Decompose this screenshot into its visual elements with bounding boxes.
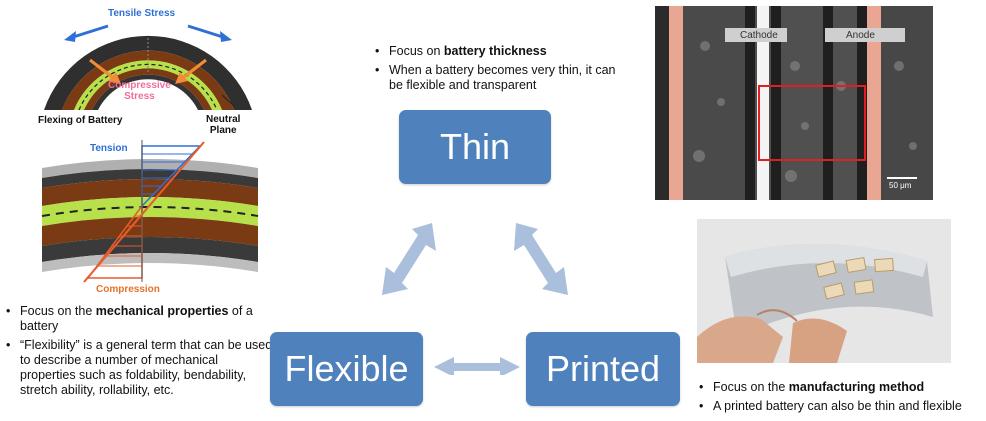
compressive-arrow-left [89,58,117,82]
flexing-label: Flexing of Battery [38,115,123,126]
tensile-arrow-right [187,24,227,40]
section-bottom-grey [42,253,258,272]
stress-gradient-line [83,141,205,283]
double-arrow-bottom [434,357,520,375]
cathode-label: Cathode [740,30,778,41]
tensile-arrow-left [69,24,109,40]
tension-label: Tension [90,143,128,154]
printed-note-2: A printed battery can also be thin and f… [697,399,986,414]
arc-green-layer [74,60,222,110]
section-top-grey [42,159,258,178]
thin-notes: Focus on battery thickness When a batter… [373,44,623,97]
double-arrow-left [382,223,436,295]
thin-note-2: When a battery becomes very thin, it can… [373,63,623,93]
section-brown-2 [42,217,258,246]
flexible-box: Flexible [270,332,423,406]
region-highlight [758,85,866,161]
arc-neutral-plane [78,63,218,111]
tension-distribution [141,145,202,208]
bending-stress-figure [41,24,259,283]
flexible-note-2: “Flexibility” is a general term that can… [4,338,276,398]
scale-bar-label: 50 μm [889,181,912,190]
flexible-note-1: Focus on the mechanical properties of a … [4,304,276,334]
cross-section-micrograph [655,6,933,200]
compressive-arrow-right [179,58,207,82]
printed-notes: Focus on the manufacturing method A prin… [697,380,986,418]
cathode-tag [725,28,787,42]
arc-brown-layer [62,50,234,110]
printed-battery-photo [697,219,951,363]
flexible-notes: Focus on the mechanical properties of a … [4,304,276,402]
section-green [42,197,258,226]
printed-note-1: Focus on the manufacturing method [697,380,986,395]
tensile-stress-label: Tensile Stress [108,8,176,19]
thin-note-1: Focus on battery thickness [373,44,623,59]
compression-label: Compression [96,284,160,295]
arc-outer-layer [44,35,252,110]
double-arrow-right [514,223,568,295]
section-dark-2 [42,237,258,262]
anode-tag [825,28,905,42]
printed-box: Printed [526,332,680,406]
thin-box: Thin [399,110,551,184]
relation-arrows [382,223,568,375]
anode-label: Anode [846,30,875,41]
